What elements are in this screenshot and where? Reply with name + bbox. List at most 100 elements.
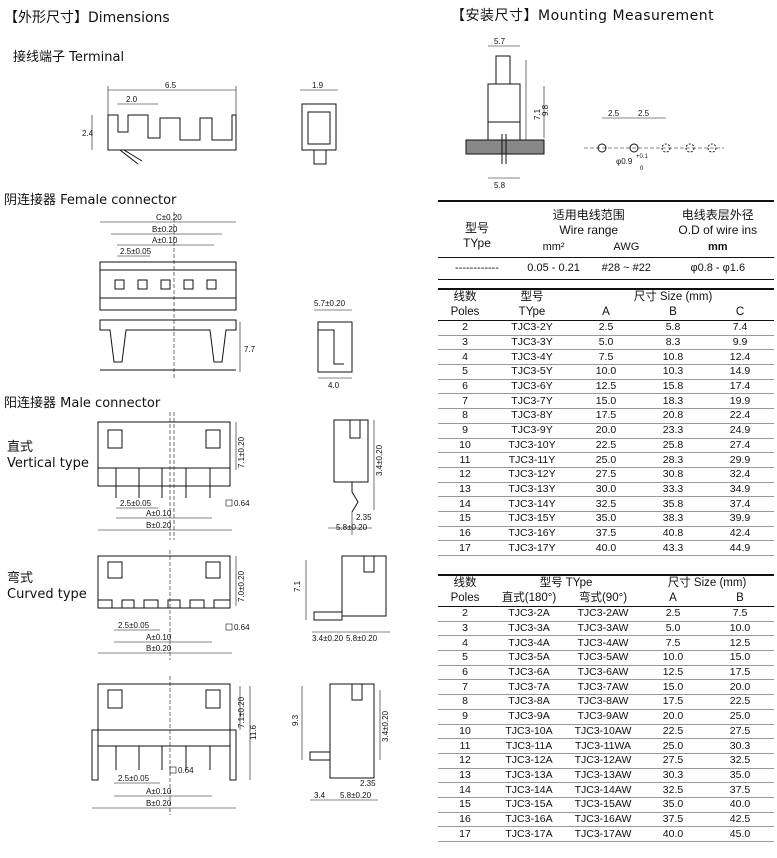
table-cell: 27.4 <box>706 438 774 454</box>
table-cell: 32.5 <box>572 496 640 512</box>
table-cell: 30.0 <box>572 482 640 498</box>
table-cell: 30.3 <box>640 768 706 784</box>
unit-awg: AWG <box>613 240 640 253</box>
table-cell: TJC3-11Y <box>492 452 572 468</box>
dim-text: A±0.10 <box>146 509 172 518</box>
table-cell: TJC3-15Y <box>492 511 572 527</box>
table-cell: 35.0 <box>572 511 640 527</box>
header-od-en: O.D of wire ins <box>678 223 758 237</box>
table-cell: 2 <box>438 320 492 336</box>
table-cell: 7.4 <box>706 320 774 336</box>
curved-side-drawing <box>305 555 390 633</box>
table-cell: 2.5 <box>572 320 640 336</box>
table-cell: 28.3 <box>640 452 706 468</box>
vertical-side-drawing <box>328 419 375 535</box>
table-cell: TJC3-14AW <box>566 782 640 798</box>
dim-text: 2.35 <box>356 513 372 522</box>
dim-text: B±0.20 <box>146 799 172 808</box>
table-cell: 14 <box>438 782 492 798</box>
table-cell: 16 <box>438 812 492 828</box>
header-od-cn: 电线表层外径 <box>681 208 754 222</box>
header-poles-cn: 线数 <box>453 291 477 303</box>
table-cell: 40.0 <box>640 826 706 842</box>
dim-text: 0.64 <box>178 766 194 775</box>
header-poles-en: Poles <box>438 591 492 607</box>
table-cell: TJC3-8AW <box>566 694 640 710</box>
dim-text: 5.8±0.20 <box>336 523 368 532</box>
table-cell: 14.9 <box>706 364 774 380</box>
table-cell: 14 <box>438 496 492 512</box>
table-cell: TJC3-5Y <box>492 364 572 380</box>
dim-text: 0 <box>640 166 644 172</box>
table-cell: 12.4 <box>706 349 774 366</box>
dim-text: 2.4 <box>82 129 94 138</box>
table-cell: TJC3-7AW <box>566 679 640 696</box>
table-cell: 10.0 <box>640 650 706 666</box>
table-cell: 30.8 <box>640 467 706 483</box>
table-cell: 40.0 <box>572 540 640 556</box>
table-cell: TJC3-11WA <box>566 738 640 754</box>
table-cell: TJC3-14Y <box>492 496 572 512</box>
spec-od-value: φ0.8 - φ1.6 <box>690 262 746 274</box>
table-cell: 7.5 <box>640 635 706 652</box>
table-cell: TJC3-5AW <box>566 650 640 666</box>
dim-text: 2.5±0.05 <box>118 774 150 783</box>
female-side-drawing <box>314 309 353 379</box>
table-cell: 32.5 <box>706 753 774 769</box>
dim-text: 7.1 <box>293 580 302 592</box>
header-poles-cn: 线数 <box>453 577 477 589</box>
table-cell: 42.4 <box>706 526 774 542</box>
dim-text: A±0.10 <box>146 633 172 642</box>
table-cell: TJC3-10AW <box>566 724 640 740</box>
table-cell: 9 <box>438 423 492 439</box>
table-cell: TJC3-2Y <box>492 320 572 336</box>
dim-text: 0.64 <box>234 499 250 508</box>
table-cell: TJC3-8Y <box>492 408 572 424</box>
terminal-label: 接线端子 Terminal <box>13 50 125 65</box>
table-cell: 15.0 <box>706 650 774 666</box>
dim-text: 7.7 <box>244 345 256 354</box>
dim-text: 5.8±0.20 <box>340 791 372 800</box>
table-cell: 15.0 <box>640 679 706 696</box>
table-cell: TJC3-9A <box>492 709 566 725</box>
table-cell: 3 <box>438 621 492 637</box>
table-cell: TJC3-10Y <box>492 438 572 454</box>
curved-type-cn: 弯式 <box>7 571 34 586</box>
dim-text: 2.0 <box>126 95 138 104</box>
table-cell: 17 <box>438 540 492 556</box>
table-cell: 27.5 <box>706 724 774 740</box>
table-cell: TJC3-6A <box>492 665 566 681</box>
table-cell: TJC3-3Y <box>492 335 572 351</box>
dim-text: 11.6 <box>249 724 258 740</box>
table-cell: 32.5 <box>640 782 706 798</box>
header-type-en: TYpe <box>492 305 572 321</box>
right-angle-side-drawing <box>301 683 381 801</box>
vertical-type-cn: 直式 <box>7 440 34 455</box>
table-cell: 2 <box>438 606 492 622</box>
header-straight: 直式(180°) <box>492 591 566 607</box>
dim-text: 7.1 <box>533 108 542 120</box>
male-dimension-table: 线数 型号 TYpe 尺寸 Size (mm) Poles 直式(180°) 弯… <box>438 574 774 842</box>
dim-text: 7.0±0.20 <box>237 570 246 602</box>
table-cell: 20.0 <box>706 679 774 696</box>
table-cell: TJC3-12Y <box>492 467 572 483</box>
table-cell: TJC3-5A <box>492 650 566 666</box>
table-cell: TJC3-16Y <box>492 526 572 542</box>
table-cell: 37.5 <box>706 782 774 798</box>
header-wire-range-cn: 适用电线范围 <box>552 208 625 222</box>
table-cell: 16 <box>438 526 492 542</box>
table-cell: 23.3 <box>640 423 706 439</box>
dim-text: 2.5±0.05 <box>118 621 150 630</box>
header-size: 尺寸 Size (mm) <box>633 291 713 303</box>
